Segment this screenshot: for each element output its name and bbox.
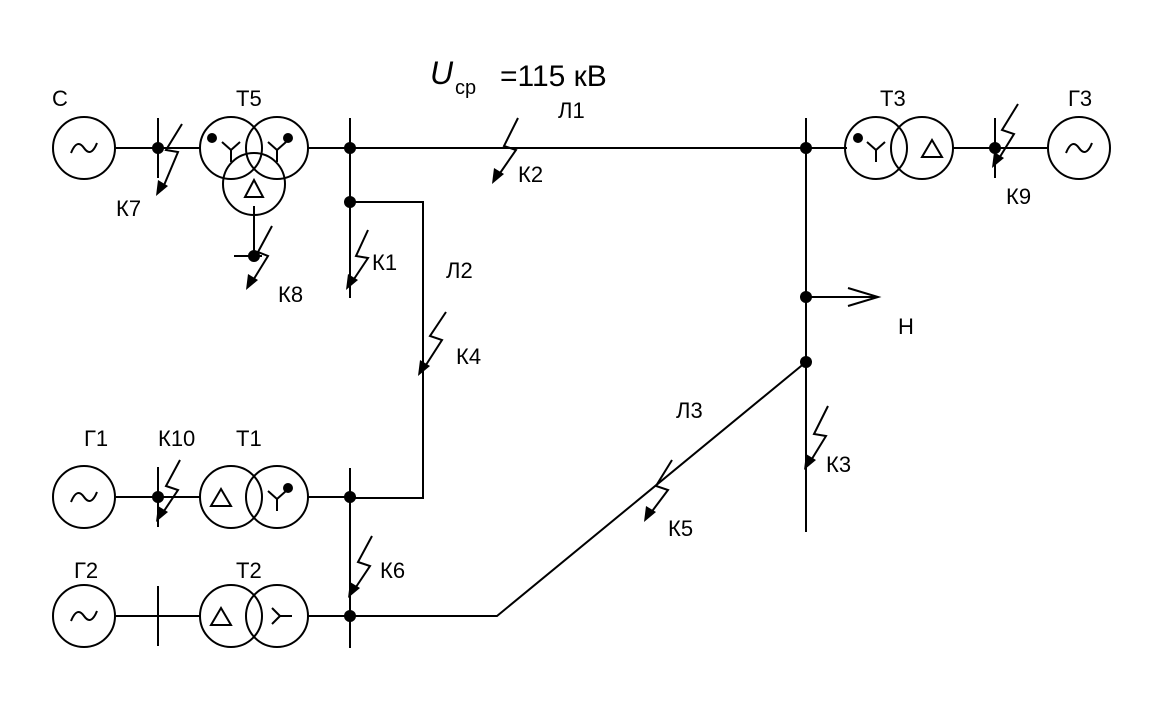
ac-source-icon	[1065, 142, 1093, 154]
svg-text:К5: К5	[668, 516, 693, 541]
svg-text:К3: К3	[826, 452, 851, 477]
star-winding-icon	[221, 141, 241, 162]
line-l1-label: Л1	[558, 98, 585, 123]
fault-k4: К4	[418, 311, 481, 376]
transformer-t5: Т5	[199, 86, 309, 216]
junction-nodes	[152, 142, 1001, 622]
transformer-t2: Т2	[199, 558, 309, 648]
voltage-value: =115 кВ	[500, 60, 607, 93]
ac-source-icon	[70, 610, 98, 622]
line-l3-label: Л3	[676, 398, 703, 423]
generator-g2: Г2	[52, 558, 116, 648]
svg-text:К4: К4	[456, 344, 481, 369]
fault-k7: К7	[116, 123, 183, 221]
fault-k8: К8	[246, 225, 303, 307]
fault-k6: К6	[348, 535, 405, 598]
line-l2-label: Л2	[446, 258, 473, 283]
fault-k1: К1	[346, 229, 397, 290]
source-c: С	[52, 86, 116, 180]
star-winding-icon	[267, 141, 287, 162]
transformer-t1: Т1	[199, 426, 309, 529]
star-winding-icon	[866, 141, 886, 162]
ac-source-icon	[70, 142, 98, 154]
delta-winding-icon	[920, 138, 944, 158]
svg-text:К9: К9	[1006, 184, 1031, 209]
svg-text:К8: К8	[278, 282, 303, 307]
transformer-t1-label: Т1	[236, 426, 262, 451]
fault-k3: К3	[804, 405, 851, 477]
transformer-t5-label: Т5	[236, 86, 262, 111]
voltage-subscript: ср	[455, 77, 476, 99]
generator-g2-label: Г2	[74, 558, 98, 583]
fault-k2: К2	[492, 117, 543, 187]
ac-source-icon	[70, 491, 98, 503]
svg-text:К2: К2	[518, 162, 543, 187]
transformer-t3: Т3	[844, 86, 954, 180]
fault-k10: К10	[156, 426, 195, 522]
generator-g3: Г3	[1047, 86, 1111, 180]
transformer-t3-label: Т3	[880, 86, 906, 111]
delta-winding-icon	[209, 487, 233, 507]
fault-k9: К9	[992, 103, 1031, 209]
generator-g1-label: Г1	[84, 426, 108, 451]
generator-g1: Г1	[52, 426, 116, 529]
generator-g3-label: Г3	[1068, 86, 1092, 111]
delta-winding-icon	[209, 606, 233, 626]
star-winding-icon	[267, 490, 287, 511]
fault-k5: К5	[644, 459, 693, 541]
load-label: Н	[898, 314, 914, 339]
transformer-t2-label: Т2	[236, 558, 262, 583]
load-arrow-icon	[847, 287, 882, 307]
source-c-label: С	[52, 86, 68, 111]
voltage-symbol: U	[430, 55, 454, 91]
svg-text:К10: К10	[158, 426, 195, 451]
delta-winding-icon	[243, 177, 265, 198]
svg-text:К6: К6	[380, 558, 405, 583]
svg-text:К7: К7	[116, 196, 141, 221]
star-winding-icon	[271, 607, 292, 625]
svg-text:К1: К1	[372, 250, 397, 275]
